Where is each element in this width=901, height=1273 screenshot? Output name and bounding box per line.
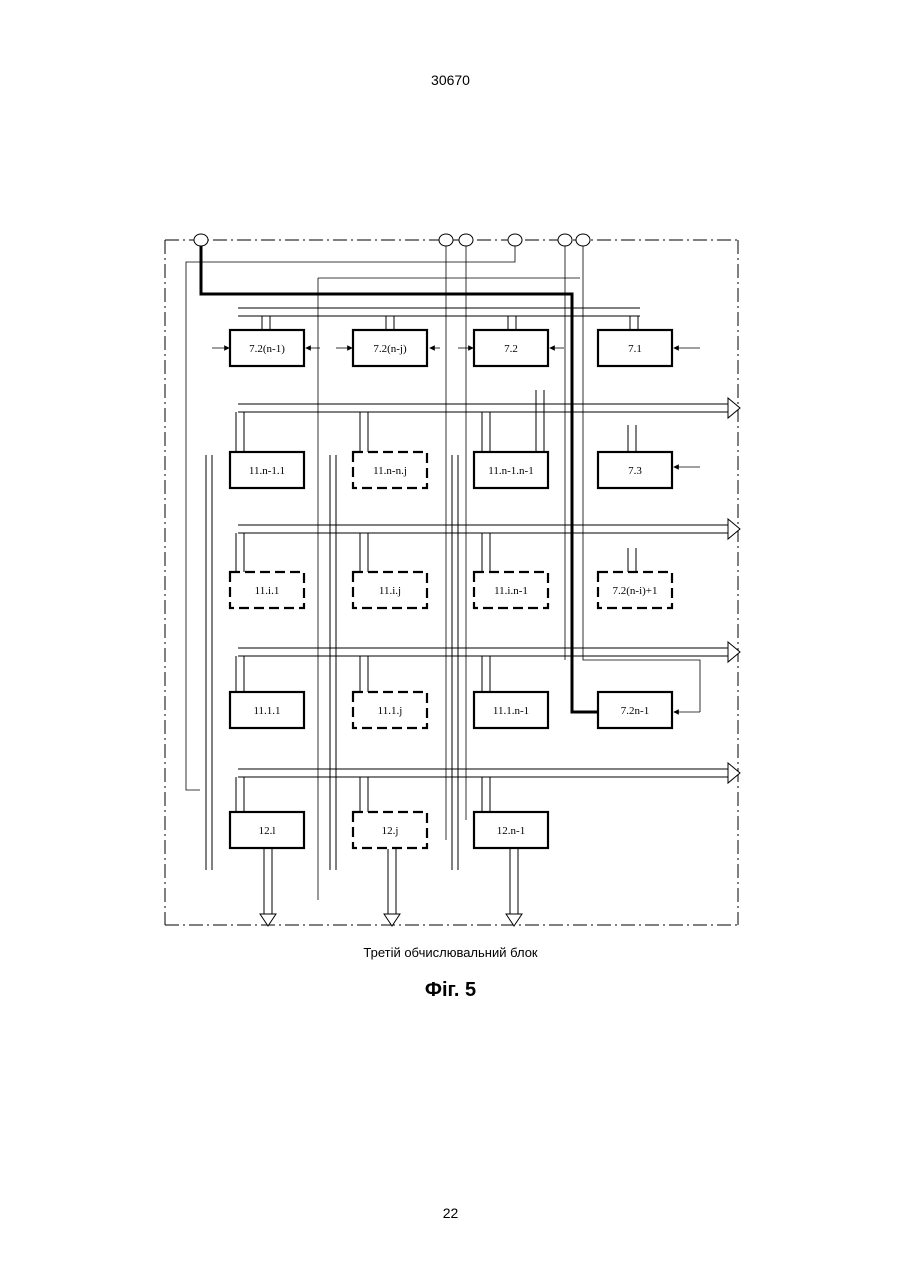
block-7-3: 7.3: [598, 452, 672, 488]
input-arrows: [212, 348, 700, 712]
block-label: 11.1.1: [253, 705, 280, 717]
output-arrows: [260, 914, 522, 926]
block-label: 11.n-1.n-1: [488, 465, 533, 477]
figure-label: Фіг. 5: [0, 979, 901, 1002]
block-label: 11.i.j: [379, 585, 401, 597]
block-label: 11.n-1.1: [249, 465, 285, 477]
block-label: 12.l: [259, 825, 276, 837]
block-7-2: 7.2: [474, 330, 548, 366]
block-label: 7.2: [504, 343, 518, 355]
figure-caption: Третій обчислювальний блок: [0, 945, 901, 960]
block-label: 11.i.n-1: [494, 585, 528, 597]
block-11-i-1: 11.i.1: [230, 572, 304, 608]
block-7-2-n-1-: 7.2(n-1): [230, 330, 304, 366]
block-7-1: 7.1: [598, 330, 672, 366]
block-label: 11.i.1: [255, 585, 280, 597]
block-label: 7.2n-1: [621, 705, 649, 717]
block-12-j: 12.j: [353, 812, 427, 848]
block-11-i-n-1: 11.i.n-1: [474, 572, 548, 608]
block-7-2-n-j-: 7.2(n-j): [353, 330, 427, 366]
block-label: 12.n-1: [497, 825, 525, 837]
block-label: 11.n-n.j: [373, 465, 407, 477]
block-12-1: 12.l: [230, 812, 304, 848]
block-7-2-n-i-1: 7.2(n-i)+1: [598, 572, 672, 608]
block-11-1-j: 11.1.j: [353, 692, 427, 728]
block-label: 7.1: [628, 343, 642, 355]
block-label: 11.1.n-1: [493, 705, 529, 717]
block-label: 7.2(n-j): [373, 343, 407, 355]
block-7-2n-1: 7.2n-1: [598, 692, 672, 728]
block-label: 11.1.j: [378, 705, 403, 717]
block-label: 7.3: [628, 465, 642, 477]
block-11-1-n-1: 11.1.n-1: [474, 692, 548, 728]
block-label: 7.2(n-i)+1: [613, 585, 658, 597]
block-label: 12.j: [382, 825, 399, 837]
page-number: 22: [0, 1205, 901, 1221]
block-11-n-n-j: 11.n-n.j: [353, 452, 427, 488]
block-11-i-j: 11.i.j: [353, 572, 427, 608]
block-11-1-1: 11.1.1: [230, 692, 304, 728]
block-label: 7.2(n-1): [249, 343, 285, 355]
block-11-n-1-n-1: 11.n-1.n-1: [474, 452, 548, 488]
block-11-n-1-1: 11.n-1.1: [230, 452, 304, 488]
block-12-n-1: 12.n-1: [474, 812, 548, 848]
